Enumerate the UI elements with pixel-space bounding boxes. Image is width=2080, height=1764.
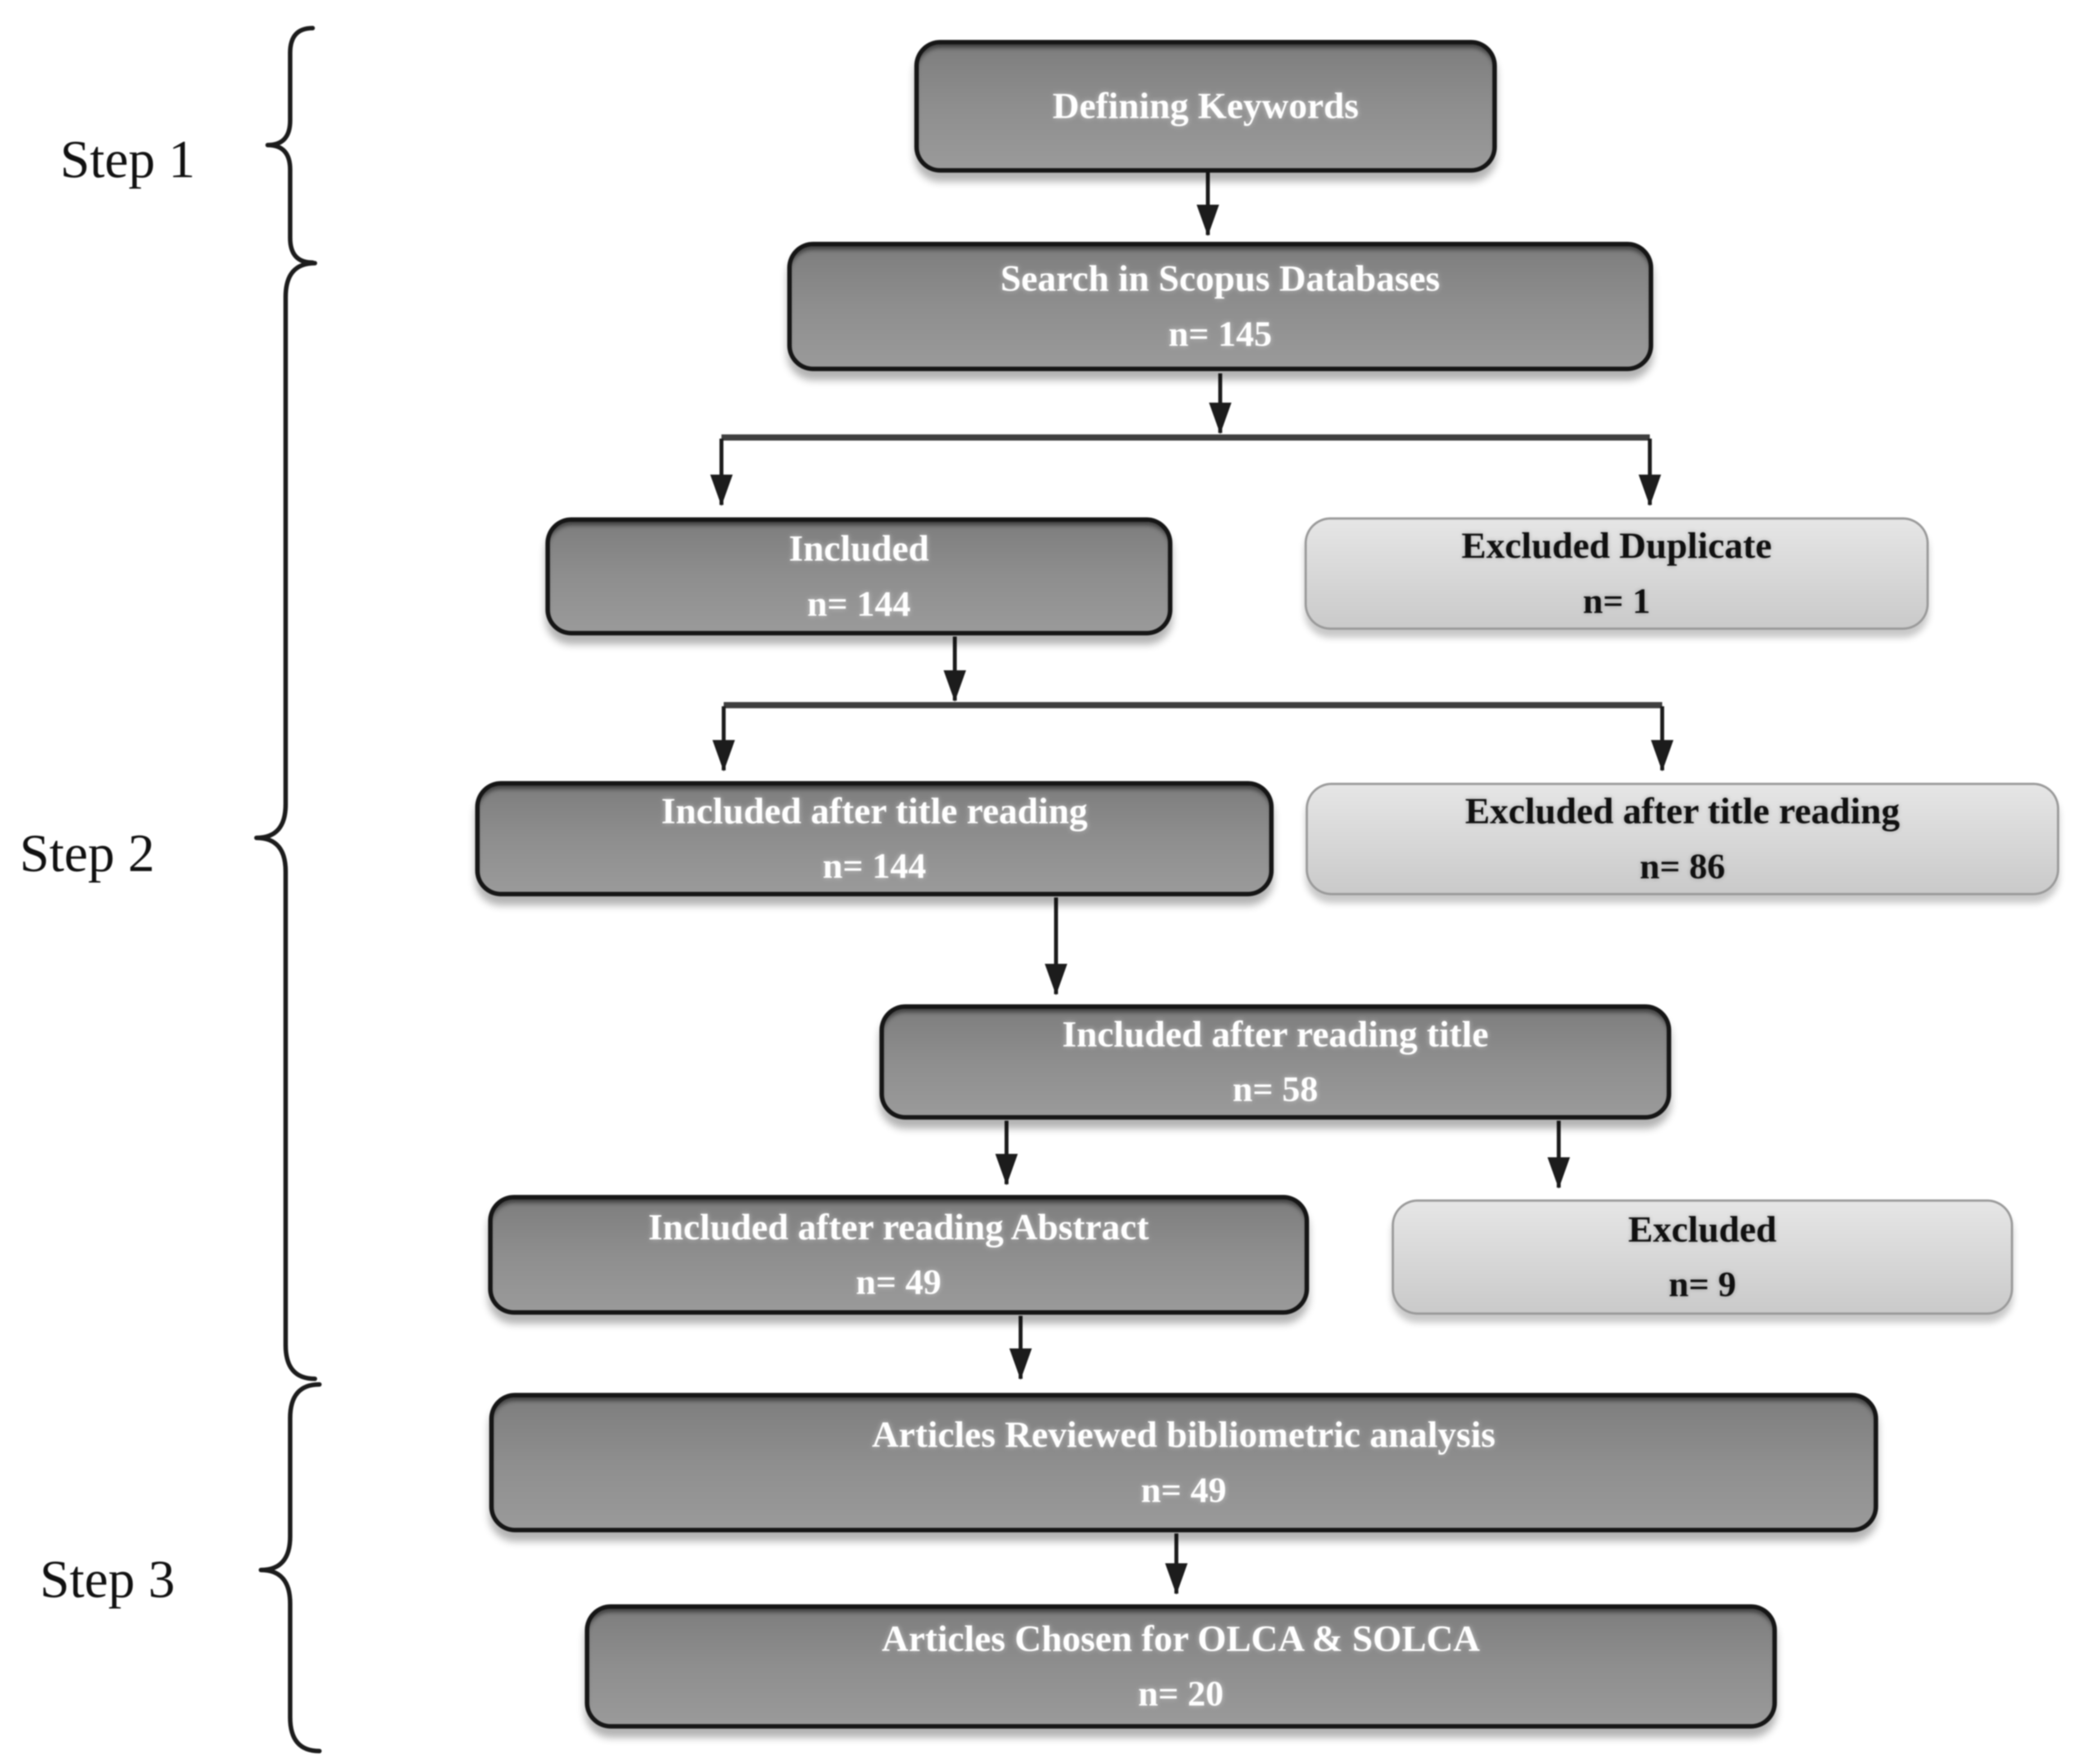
- step-2-label: Step 2: [19, 823, 155, 883]
- step-3-brace: [259, 1382, 322, 1753]
- step-1-label: Step 1: [60, 129, 196, 189]
- node-count: n= 58: [1232, 1069, 1319, 1109]
- node-title: Search in Scopus Databases: [1000, 258, 1440, 300]
- node-title: Included after reading title: [1062, 1013, 1489, 1055]
- node-excluded-after-title-reading: Excluded after title reading n= 86: [1306, 783, 2059, 895]
- node-articles-reviewed-bibliometric: Articles Reviewed bibliometric analysis …: [489, 1393, 1878, 1532]
- step-1-brace: [265, 26, 315, 265]
- node-count: n= 145: [1168, 313, 1273, 354]
- node-title: Included after reading Abstract: [648, 1206, 1149, 1248]
- node-count: n= 144: [822, 846, 927, 886]
- node-title: Included: [788, 528, 930, 570]
- node-count: n= 49: [1140, 1469, 1227, 1510]
- node-title: Included after title reading: [661, 790, 1088, 832]
- node-articles-chosen-olca-solca: Articles Chosen for OLCA & SOLCA n= 20: [585, 1604, 1777, 1729]
- node-included-initial: Included n= 144: [545, 517, 1172, 635]
- node-count: n= 20: [1138, 1673, 1224, 1714]
- node-count: n= 49: [855, 1262, 942, 1302]
- node-title: Excluded after title reading: [1465, 791, 1900, 832]
- node-included-after-reading-title: Included after reading title n= 58: [879, 1004, 1671, 1120]
- node-included-after-title-reading: Included after title reading n= 144: [475, 781, 1274, 896]
- node-title: Excluded Duplicate: [1461, 525, 1772, 567]
- node-included-after-reading-abstract: Included after reading Abstract n= 49: [488, 1195, 1309, 1315]
- step-2-brace: [254, 261, 317, 1381]
- node-count: n= 86: [1639, 846, 1726, 886]
- step-3-label: Step 3: [39, 1549, 175, 1609]
- node-title: Defining Keywords: [1052, 85, 1359, 127]
- node-title: Excluded: [1628, 1208, 1777, 1250]
- node-count: n= 144: [807, 583, 911, 624]
- node-count: n= 9: [1668, 1264, 1736, 1305]
- node-excluded-after-abstract: Excluded n= 9: [1392, 1199, 2013, 1315]
- node-search-scopus: Search in Scopus Databases n= 145: [787, 242, 1653, 371]
- node-defining-keywords: Defining Keywords: [914, 40, 1497, 173]
- node-title: Articles Chosen for OLCA & SOLCA: [882, 1618, 1480, 1659]
- node-excluded-duplicate: Excluded Duplicate n= 1: [1305, 517, 1929, 630]
- node-title: Articles Reviewed bibliometric analysis: [872, 1414, 1496, 1456]
- node-count: n= 1: [1582, 580, 1651, 621]
